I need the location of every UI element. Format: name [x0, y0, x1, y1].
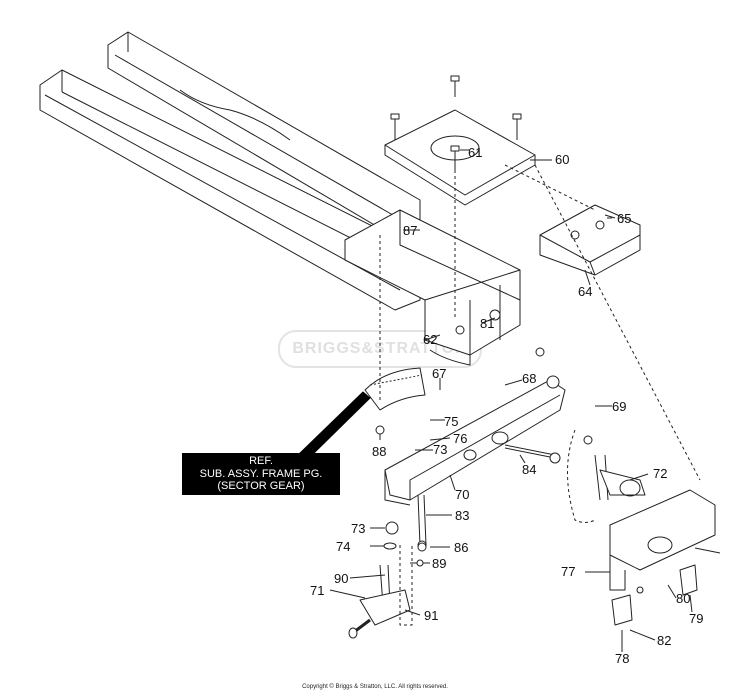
leader-lines: [329, 149, 693, 652]
frame-housing: [344, 209, 521, 366]
part-label-82: 82: [657, 633, 672, 648]
part-label-80: 80: [676, 591, 691, 606]
part-label-77: 77: [561, 564, 576, 579]
left-spindle: [348, 564, 411, 639]
part-label-65: 65: [617, 211, 632, 226]
part-label-78: 78: [615, 651, 630, 666]
part-label-75: 75: [444, 414, 459, 429]
copyright-text: Copyright © Briggs & Stratton, LLC. All …: [302, 684, 448, 690]
part-label-73-lower: 73: [351, 521, 366, 536]
part-label-69: 69: [612, 399, 627, 414]
part-label-79: 79: [689, 611, 704, 626]
part-label-61: 61: [468, 145, 483, 160]
part-label-88: 88: [372, 444, 387, 459]
part-label-60: 60: [555, 152, 570, 167]
part-label-87: 87: [403, 223, 418, 238]
part-label-90: 90: [334, 571, 349, 586]
part-label-64: 64: [578, 284, 593, 299]
hardware: [375, 347, 644, 594]
part-label-71: 71: [310, 583, 325, 598]
part-label-70: 70: [455, 487, 470, 502]
part-label-84: 84: [522, 462, 537, 477]
part-label-62: 62: [423, 332, 438, 347]
part-label-73-upper: 73: [433, 442, 448, 457]
right-frame-rail: [107, 31, 421, 241]
reference-pointer: [297, 391, 371, 456]
part-label-72: 72: [653, 466, 668, 481]
bracket-77: [609, 489, 721, 626]
part-label-86: 86: [454, 540, 469, 555]
part-label-67: 67: [432, 366, 447, 381]
front-axle: [384, 375, 566, 506]
part-label-81: 81: [480, 316, 495, 331]
part-label-74: 74: [336, 539, 351, 554]
part-label-89: 89: [432, 556, 447, 571]
part-label-91: 91: [424, 608, 439, 623]
part-label-83: 83: [455, 508, 470, 523]
reference-lines: [379, 164, 701, 626]
reference-line-1: REF.: [249, 455, 273, 467]
drag-link: [417, 494, 427, 550]
reference-note: REF. SUB. ASSY. FRAME PG. (SECTOR GEAR): [182, 453, 340, 495]
right-spindle: [594, 454, 646, 501]
mounting-plate: [384, 75, 536, 206]
reference-line-3: (SECTOR GEAR): [217, 480, 305, 492]
part-label-68: 68: [522, 371, 537, 386]
tie-rod: [504, 444, 561, 464]
bracket-64: [539, 204, 641, 276]
sector-gear: [364, 367, 426, 411]
reference-line-2: SUB. ASSY. FRAME PG.: [199, 467, 323, 480]
part-label-76: 76: [453, 431, 468, 446]
